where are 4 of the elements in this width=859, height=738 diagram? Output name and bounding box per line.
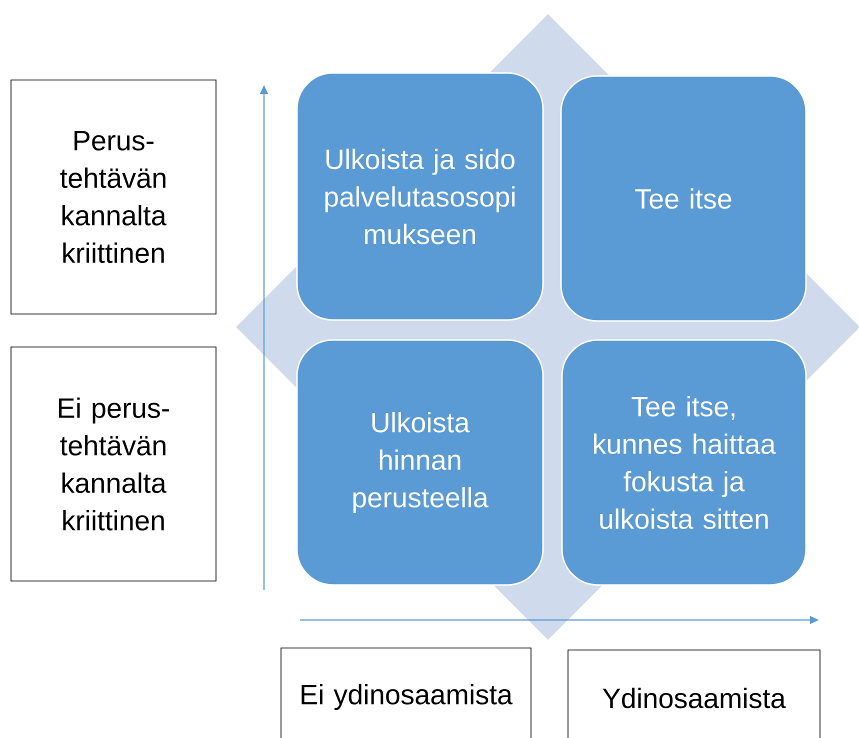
label-box: Ei perus- tehtävän kannalta kriittinen xyxy=(10,346,216,582)
label-box: Ydinosaamista xyxy=(568,650,820,738)
label-box: Ei ydinosaamista xyxy=(280,648,532,738)
label-box: Perus- tehtävän kannalta kriittinen xyxy=(10,80,216,314)
